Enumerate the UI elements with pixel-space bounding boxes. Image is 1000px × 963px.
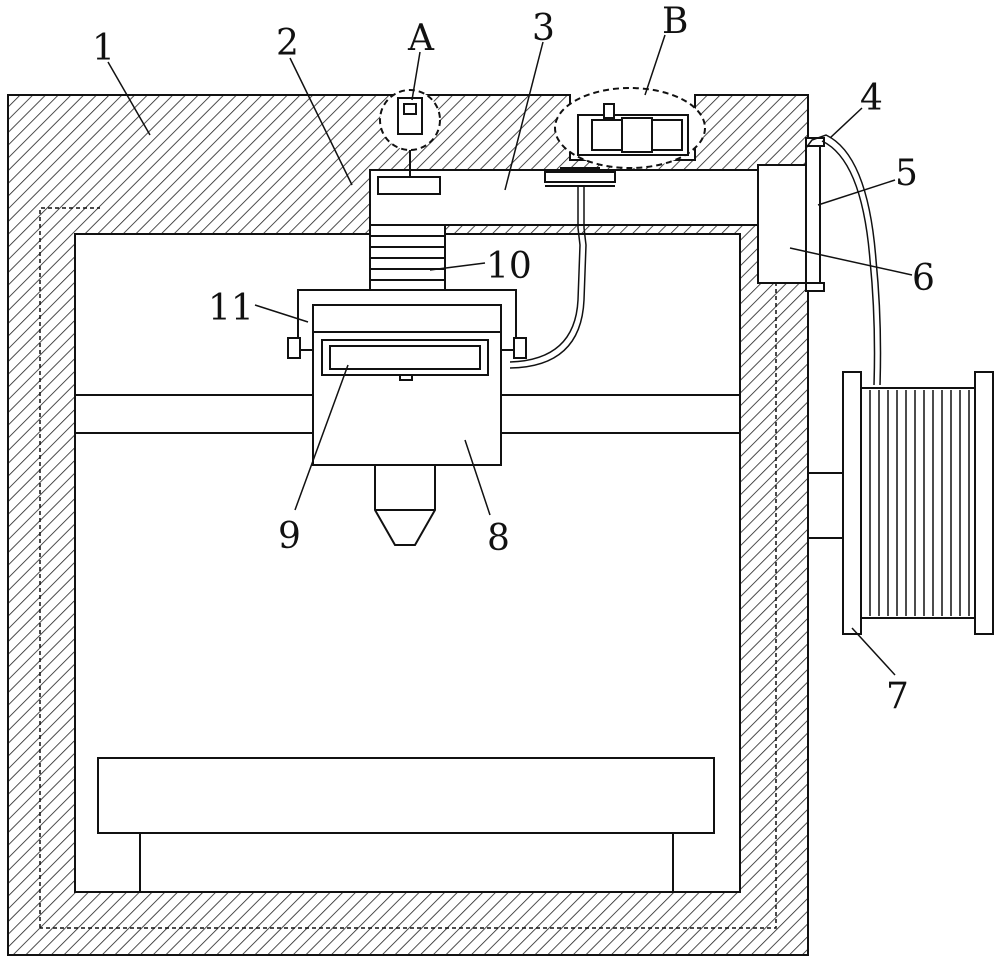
motor-top xyxy=(603,103,615,119)
motor-block-3 xyxy=(651,119,683,151)
side-plate-5 xyxy=(805,139,821,291)
label-6: 6 xyxy=(912,258,935,299)
label-9: 9 xyxy=(278,516,301,557)
duct-6 xyxy=(757,164,809,284)
label-1: 1 xyxy=(92,28,115,69)
leader-lines xyxy=(107,34,913,676)
feed-tube xyxy=(805,134,882,386)
spool-windings xyxy=(869,390,970,616)
pulley xyxy=(544,171,616,183)
spool-flange-right xyxy=(974,371,994,635)
bracket-pin-left xyxy=(287,337,301,359)
cable-2 xyxy=(509,186,587,369)
motor-block-1 xyxy=(591,119,623,151)
spool-core xyxy=(860,387,976,619)
window-clip xyxy=(399,374,413,381)
label-4: 4 xyxy=(860,78,883,119)
label-b: B xyxy=(662,1,688,42)
spool-mount xyxy=(807,472,844,539)
spool-flange-left xyxy=(842,371,862,635)
label-3: 3 xyxy=(532,8,555,49)
label-2: 2 xyxy=(276,23,299,64)
build-platform xyxy=(97,757,715,834)
feed-tube-2 xyxy=(821,140,876,386)
cable xyxy=(509,186,581,363)
label-7: 7 xyxy=(886,676,909,717)
window-9-inner xyxy=(329,345,481,370)
bracket-pin-right xyxy=(513,337,527,359)
label-a: A xyxy=(407,18,435,59)
motor-block-2 xyxy=(621,117,653,153)
sensor-2 xyxy=(377,176,441,195)
label-8: 8 xyxy=(487,518,510,559)
label-11: 11 xyxy=(208,288,254,329)
label-10: 10 xyxy=(486,246,532,287)
side-plate-tab-bottom xyxy=(805,282,825,292)
inner-liner xyxy=(39,207,777,929)
detail-a-core xyxy=(403,103,417,115)
label-5: 5 xyxy=(895,153,918,194)
